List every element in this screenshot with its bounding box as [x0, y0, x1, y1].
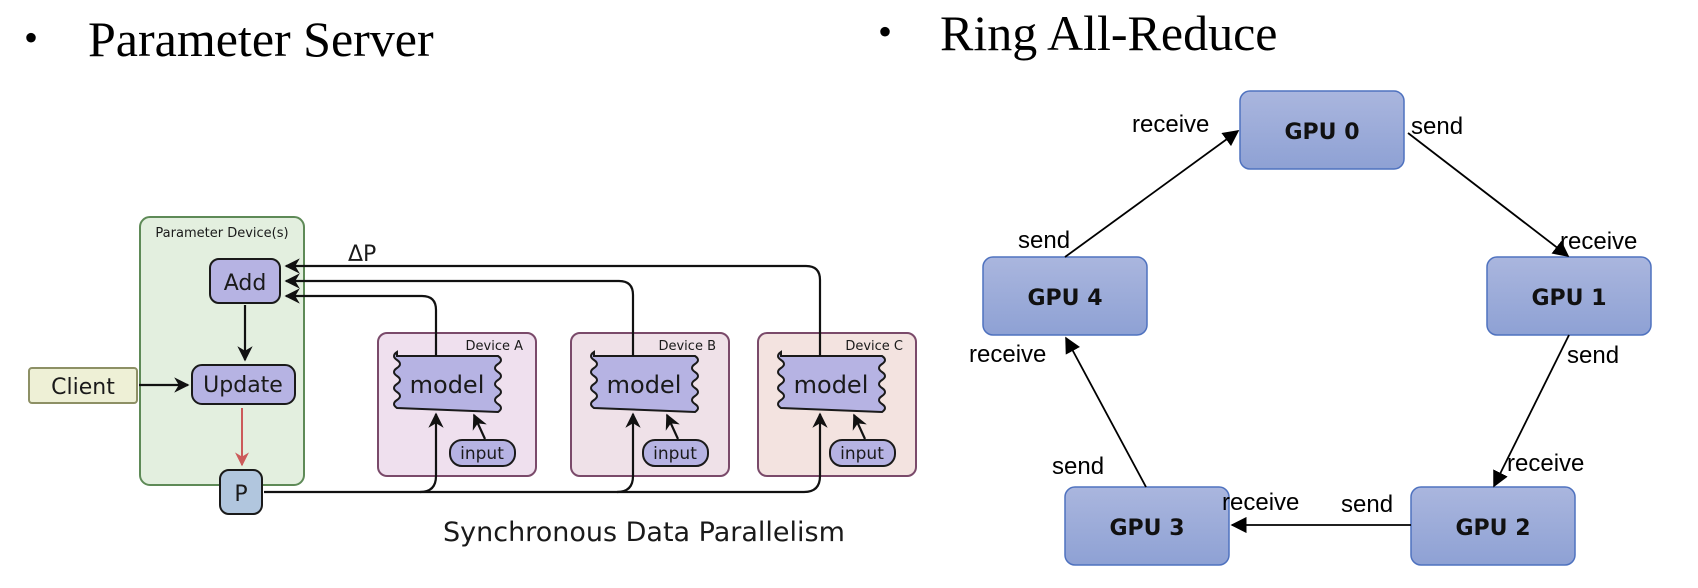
- ring-arrow-gpu4-to-gpu0: [1064, 130, 1240, 258]
- device-b-model-label: model: [607, 371, 682, 399]
- parameter-server-diagram: Parameter Device(s) Add Update P Client …: [28, 216, 917, 548]
- gpu1-send-label: send: [1567, 342, 1619, 369]
- parameter-device-label: Parameter Device(s): [155, 226, 288, 241]
- device-a-model-node: [393, 350, 502, 414]
- gpu-4-label: GPU 4: [1027, 286, 1102, 311]
- gpu2-receive-label: receive: [1507, 450, 1584, 477]
- device-c-label: Device C: [845, 339, 903, 354]
- device-a-input-node: [449, 439, 516, 467]
- parameter-device-box: [139, 216, 305, 486]
- update-node-label: Update: [203, 373, 283, 398]
- p-node-label: P: [234, 482, 247, 507]
- ring-all-reduce-diagram: GPU 0 GPU 1 GPU 2 GPU 3 GPU 4 receive se…: [969, 90, 1652, 566]
- gpu4-receive-label: receive: [969, 341, 1046, 368]
- heading-ring-all-reduce: Ring All-Reduce: [940, 5, 1278, 61]
- gpu-0-label: GPU 0: [1284, 120, 1359, 145]
- device-a-input-arrow: [472, 413, 487, 440]
- device-b-model-node: [590, 350, 699, 414]
- gpu-1-label: GPU 1: [1531, 286, 1606, 311]
- gpu-3-node: [1064, 486, 1230, 566]
- delta-p-line-device-b: [284, 273, 635, 356]
- device-c-model-label: model: [794, 371, 869, 399]
- device-c-input-arrow: [852, 413, 867, 440]
- ring-arrow-gpu1-to-gpu2: [1493, 334, 1570, 488]
- gpu2-send-label: send: [1341, 491, 1393, 518]
- gpu-3-label: GPU 3: [1109, 516, 1184, 541]
- p-line-device-c: [617, 412, 828, 494]
- bullet-ring-all-reduce: •: [878, 9, 893, 54]
- gpu-2-node: [1410, 486, 1576, 566]
- delta-p-line-device-a: [284, 288, 438, 356]
- gpu3-receive-label: receive: [1222, 489, 1299, 516]
- device-a-label: Device A: [466, 339, 524, 354]
- add-node-label: Add: [224, 271, 267, 296]
- device-b-input-arrow: [665, 413, 680, 440]
- ring-arrow-gpu0-to-gpu1: [1407, 132, 1570, 257]
- delta-p-line-device-c: [284, 258, 822, 356]
- ring-arrow-gpu3-to-gpu4: [1065, 336, 1147, 488]
- gpu0-send-label: send: [1411, 113, 1463, 140]
- device-c-input-label: input: [840, 444, 884, 464]
- gpu4-send-label: send: [1018, 227, 1070, 254]
- client-node: [28, 367, 138, 404]
- device-b-label: Device B: [658, 339, 716, 354]
- device-c-input-node: [829, 439, 896, 467]
- update-node: [191, 364, 296, 405]
- delta-p-label: ΔP: [348, 242, 376, 267]
- gpu1-receive-label: receive: [1560, 228, 1637, 255]
- device-a-input-label: input: [460, 444, 504, 464]
- gpu-0-node: [1239, 90, 1405, 170]
- gpu0-receive-label: receive: [1132, 111, 1209, 138]
- device-a-model-label: model: [410, 371, 485, 399]
- bullet-parameter-server: •: [24, 15, 39, 60]
- device-c-model-node: [777, 350, 886, 414]
- diagram-caption: Synchronous Data Parallelism: [443, 517, 845, 548]
- gpu3-send-label: send: [1052, 453, 1104, 480]
- client-node-label: Client: [51, 375, 115, 400]
- device-b-input-label: input: [653, 444, 697, 464]
- add-node: [209, 258, 281, 304]
- device-b-input-node: [642, 439, 709, 467]
- gpu-2-label: GPU 2: [1455, 516, 1530, 541]
- p-node: [219, 469, 263, 515]
- heading-parameter-server: Parameter Server: [88, 11, 434, 67]
